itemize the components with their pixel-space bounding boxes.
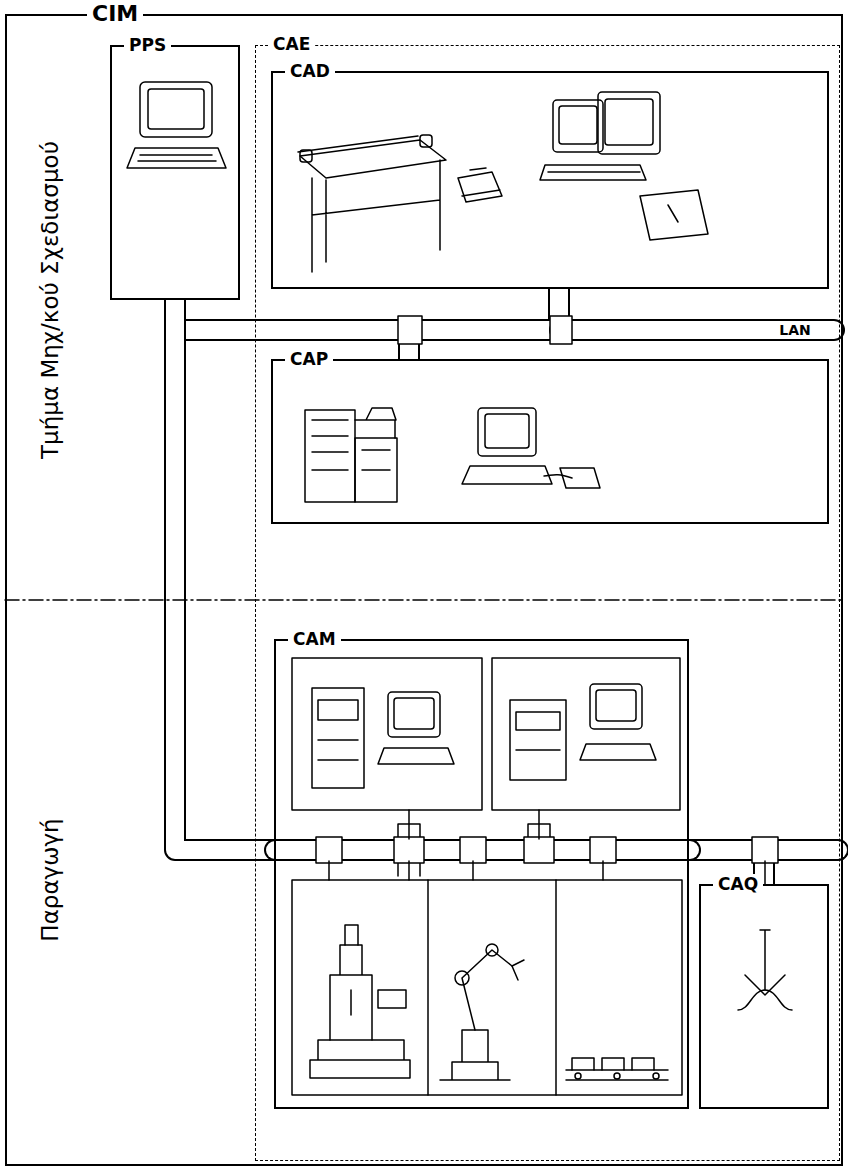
section-label: Παραγωγή (36, 815, 64, 944)
box-heading: CAQ (713, 874, 763, 894)
system-box: CAP (271, 359, 829, 524)
network-tube (409, 289, 559, 359)
network-tube (175, 300, 274, 850)
system-box: CAD (271, 71, 829, 289)
box-heading: PPS (124, 35, 171, 55)
system-frame: CIMPPSCAECADCAPCAMCAQ (5, 14, 843, 1166)
system-box: PPS (110, 45, 240, 300)
box-heading: CAD (285, 61, 335, 81)
box-heading: CAM (288, 629, 341, 649)
network-label: LAN (776, 323, 813, 337)
network-tubes (275, 316, 838, 876)
machine-icons (310, 925, 792, 1080)
system-box: CAM (274, 639, 689, 1109)
cam-subunits (292, 658, 765, 1095)
divider-line (5, 599, 843, 601)
box-heading: CAP (285, 349, 333, 369)
section-label: Τμήμα Μηχ/κού Σχεδιασμού (36, 138, 64, 462)
computer-icons (127, 82, 708, 788)
tube-outline (409, 289, 559, 359)
tube-fill (175, 300, 274, 850)
box-heading: CIM (87, 1, 143, 27)
box-heading: CAE (268, 34, 315, 54)
tube-outline (175, 300, 274, 850)
system-box: CAQ (699, 884, 829, 1109)
group-box: CAECADCAPCAMCAQ (255, 45, 840, 1161)
tube-fill (409, 289, 559, 359)
